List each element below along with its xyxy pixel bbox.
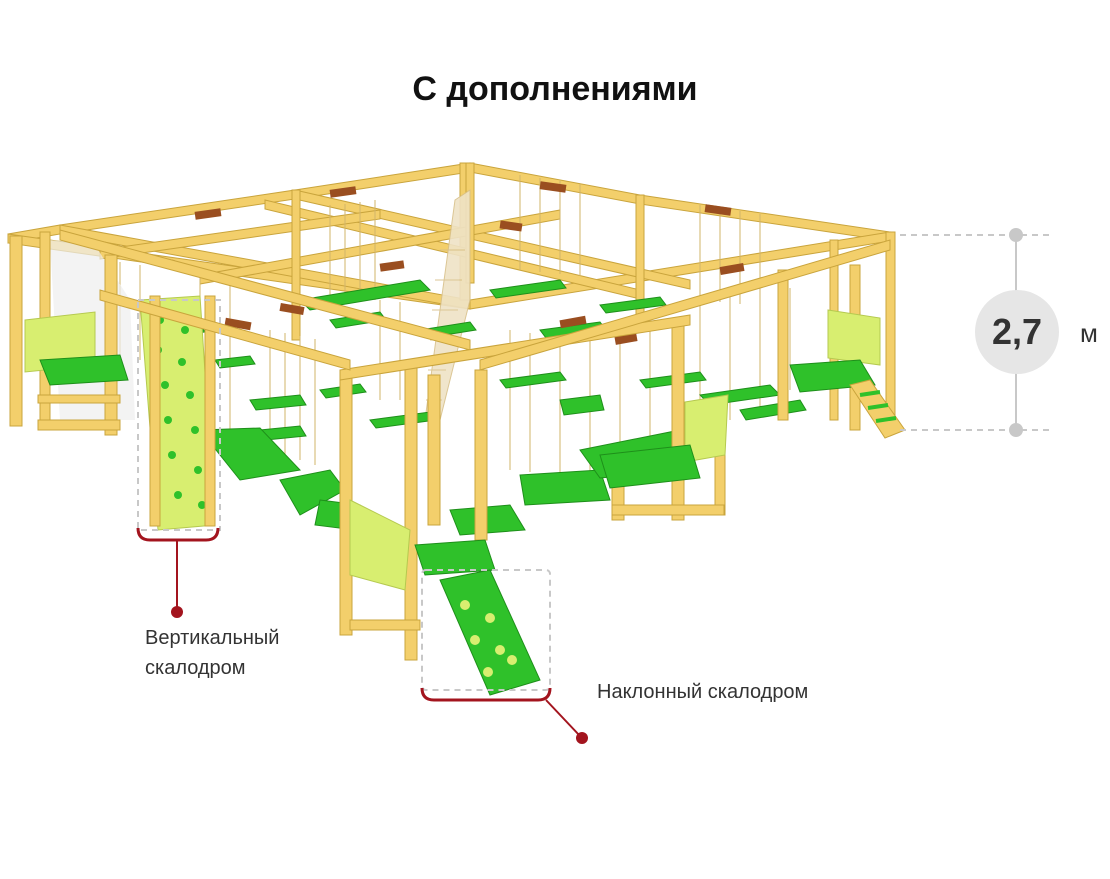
height-unit-label: м: [1080, 318, 1098, 348]
vertical-wall-label-line1: Вертикальный: [145, 627, 280, 649]
inclined-wall-label: Наклонный скалодром: [597, 681, 809, 703]
page-title: С дополнениями: [412, 70, 698, 108]
vertical-wall-label-line2: скалодром: [145, 657, 246, 679]
front-right-tower: [599, 324, 729, 521]
vertical-climbing-wall: [139, 295, 216, 531]
front-frame: [59, 229, 891, 381]
height-value-badge: 2,7: [975, 290, 1059, 374]
right-tower: [777, 264, 906, 439]
vertical-wall-callout: [136, 299, 221, 618]
front-tower: [339, 364, 496, 661]
inclined-climbing-wall: [439, 569, 541, 696]
inclined-wall-callout: [420, 569, 588, 744]
vertical-wall-label: Вертикальный скалодром: [145, 623, 279, 683]
